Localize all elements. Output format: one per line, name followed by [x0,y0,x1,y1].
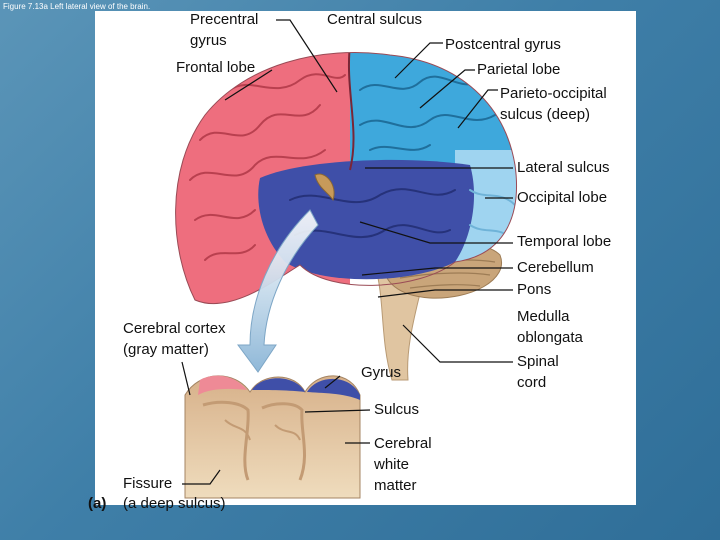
label-medulla-2: oblongata [517,329,583,346]
label-precentral-gyrus-1: Precentral [190,11,259,28]
label-lateral-sulcus: Lateral sulcus [517,159,610,176]
label-spinal-cord-2: cord [517,374,547,391]
label-medulla-1: Medulla [517,308,570,325]
insula-feature [314,173,335,202]
label-cerebral-cortex-1: Cerebral cortex [123,320,226,337]
label-white-matter-3: matter [374,477,417,494]
figure-caption: Figure 7.13a Left lateral view of the br… [3,2,151,11]
label-white-matter-1: Cerebral [374,435,432,452]
label-central-sulcus: Central sulcus [327,11,423,28]
cortex-section [184,375,361,499]
label-parieto-occipital-2: sulcus (deep) [500,106,591,123]
label-white-matter-2: white [374,456,410,473]
label-fissure-1: Fissure [123,475,173,492]
label-frontal-lobe: Frontal lobe [176,59,256,76]
label-pons: Pons [517,281,552,298]
label-spinal-cord-1: Spinal [517,353,559,370]
label-cerebral-cortex-2: (gray matter) [123,341,209,358]
label-occipital-lobe: Occipital lobe [517,189,608,206]
label-sulcus: Sulcus [374,401,420,418]
temporal-lobe [258,159,475,280]
brain-outline [175,52,517,305]
central-sulcus-line [347,52,355,171]
label-parieto-occipital-1: Parieto-occipital [500,85,607,102]
section-arrow [237,209,319,373]
label-fissure-2: (a deep sulcus) [123,495,226,512]
label-gyrus: Gyrus [361,364,402,381]
label-postcentral-gyrus: Postcentral gyrus [445,36,561,53]
part-letter: (a) [88,495,107,512]
label-precentral-gyrus-2: gyrus [190,32,227,49]
label-parietal-lobe: Parietal lobe [477,61,561,78]
leader-lines [181,19,513,485]
label-cerebellum: Cerebellum [517,259,594,276]
label-temporal-lobe: Temporal lobe [517,233,612,250]
